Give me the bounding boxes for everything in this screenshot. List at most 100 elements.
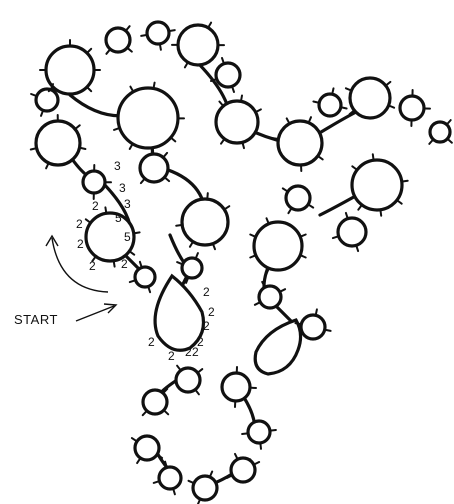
- picot: [189, 481, 193, 483]
- picot: [165, 411, 168, 414]
- ring: [430, 122, 450, 142]
- picot: [333, 237, 337, 238]
- ring: [135, 436, 159, 460]
- start-marker: START: [14, 304, 116, 327]
- stitch-count: 2: [89, 259, 96, 273]
- picot: [352, 166, 356, 169]
- picot: [283, 188, 287, 190]
- stitch-count: 3: [119, 181, 126, 195]
- ring: [338, 218, 366, 246]
- ring: [278, 121, 322, 165]
- picot: [81, 148, 85, 149]
- ring: [248, 421, 270, 443]
- picot: [398, 201, 402, 204]
- picot: [346, 88, 350, 90]
- ring: [216, 101, 258, 143]
- picot: [210, 472, 212, 476]
- ring: [193, 476, 217, 500]
- ring: [216, 63, 240, 87]
- picot: [160, 45, 161, 50]
- ring: [36, 89, 58, 111]
- picot: [272, 138, 277, 139]
- ring: [83, 171, 105, 193]
- picot: [271, 430, 276, 431]
- picot: [358, 206, 361, 210]
- picot: [114, 128, 118, 130]
- stitch-count: 2: [185, 345, 192, 359]
- picot: [172, 139, 175, 142]
- picot: [346, 213, 347, 217]
- picot: [137, 459, 140, 463]
- picot: [127, 26, 130, 30]
- ring: [118, 88, 178, 148]
- picot: [31, 149, 35, 150]
- start-pointer-line: [76, 306, 114, 321]
- ring: [106, 28, 130, 52]
- picot: [164, 153, 167, 156]
- ring: [182, 199, 228, 245]
- picot: [213, 245, 215, 249]
- picot: [288, 209, 290, 213]
- picot: [149, 288, 150, 292]
- teardrop-ring: [255, 320, 300, 374]
- ring: [140, 154, 168, 182]
- picot: [295, 323, 299, 324]
- picot: [41, 112, 43, 116]
- picot: [226, 206, 230, 209]
- picot: [174, 490, 175, 494]
- picot: [302, 235, 306, 237]
- picot: [177, 366, 180, 370]
- picot: [287, 118, 289, 122]
- picot: [196, 253, 198, 257]
- ring: [182, 258, 202, 278]
- ring: [301, 315, 325, 339]
- picot: [76, 125, 80, 128]
- picot: [357, 247, 358, 251]
- picot: [170, 30, 175, 31]
- picot: [130, 87, 132, 91]
- picot: [31, 94, 35, 96]
- picot: [140, 262, 141, 266]
- picot: [309, 205, 313, 207]
- picot: [390, 106, 394, 108]
- ring: [147, 22, 169, 44]
- picot: [141, 180, 144, 183]
- stitch-count: 5: [124, 230, 131, 244]
- ring: [176, 368, 200, 392]
- stitch-count: 2: [203, 319, 210, 333]
- ring: [178, 25, 218, 65]
- stitch-count: 2: [168, 349, 175, 363]
- stitch-count: 2: [192, 345, 199, 359]
- picot: [309, 117, 311, 121]
- ring: [254, 222, 302, 270]
- picot: [131, 252, 135, 255]
- picot: [86, 219, 90, 222]
- stitch-count: 2: [203, 285, 210, 299]
- ring: [143, 390, 167, 414]
- picot: [219, 102, 222, 105]
- picot: [143, 412, 146, 415]
- stitch-count: 3: [114, 159, 121, 173]
- picot: [135, 232, 139, 233]
- picot: [141, 35, 146, 36]
- picot: [429, 141, 432, 144]
- picot: [326, 330, 330, 331]
- picot: [261, 444, 262, 449]
- picot: [241, 96, 242, 100]
- stitch-count: 2: [148, 335, 155, 349]
- picot: [255, 303, 259, 305]
- picot: [222, 58, 224, 62]
- ring: [135, 267, 155, 287]
- ring: [259, 286, 281, 308]
- picot: [190, 243, 192, 247]
- stitch-count: 2: [121, 257, 128, 271]
- stitch-count: 2: [76, 217, 83, 231]
- picot: [235, 454, 237, 458]
- picot: [105, 207, 106, 211]
- ring: [36, 121, 80, 165]
- picot: [88, 88, 91, 91]
- picot: [88, 49, 91, 52]
- stitch-count: 2: [92, 199, 99, 213]
- ring: [352, 160, 402, 210]
